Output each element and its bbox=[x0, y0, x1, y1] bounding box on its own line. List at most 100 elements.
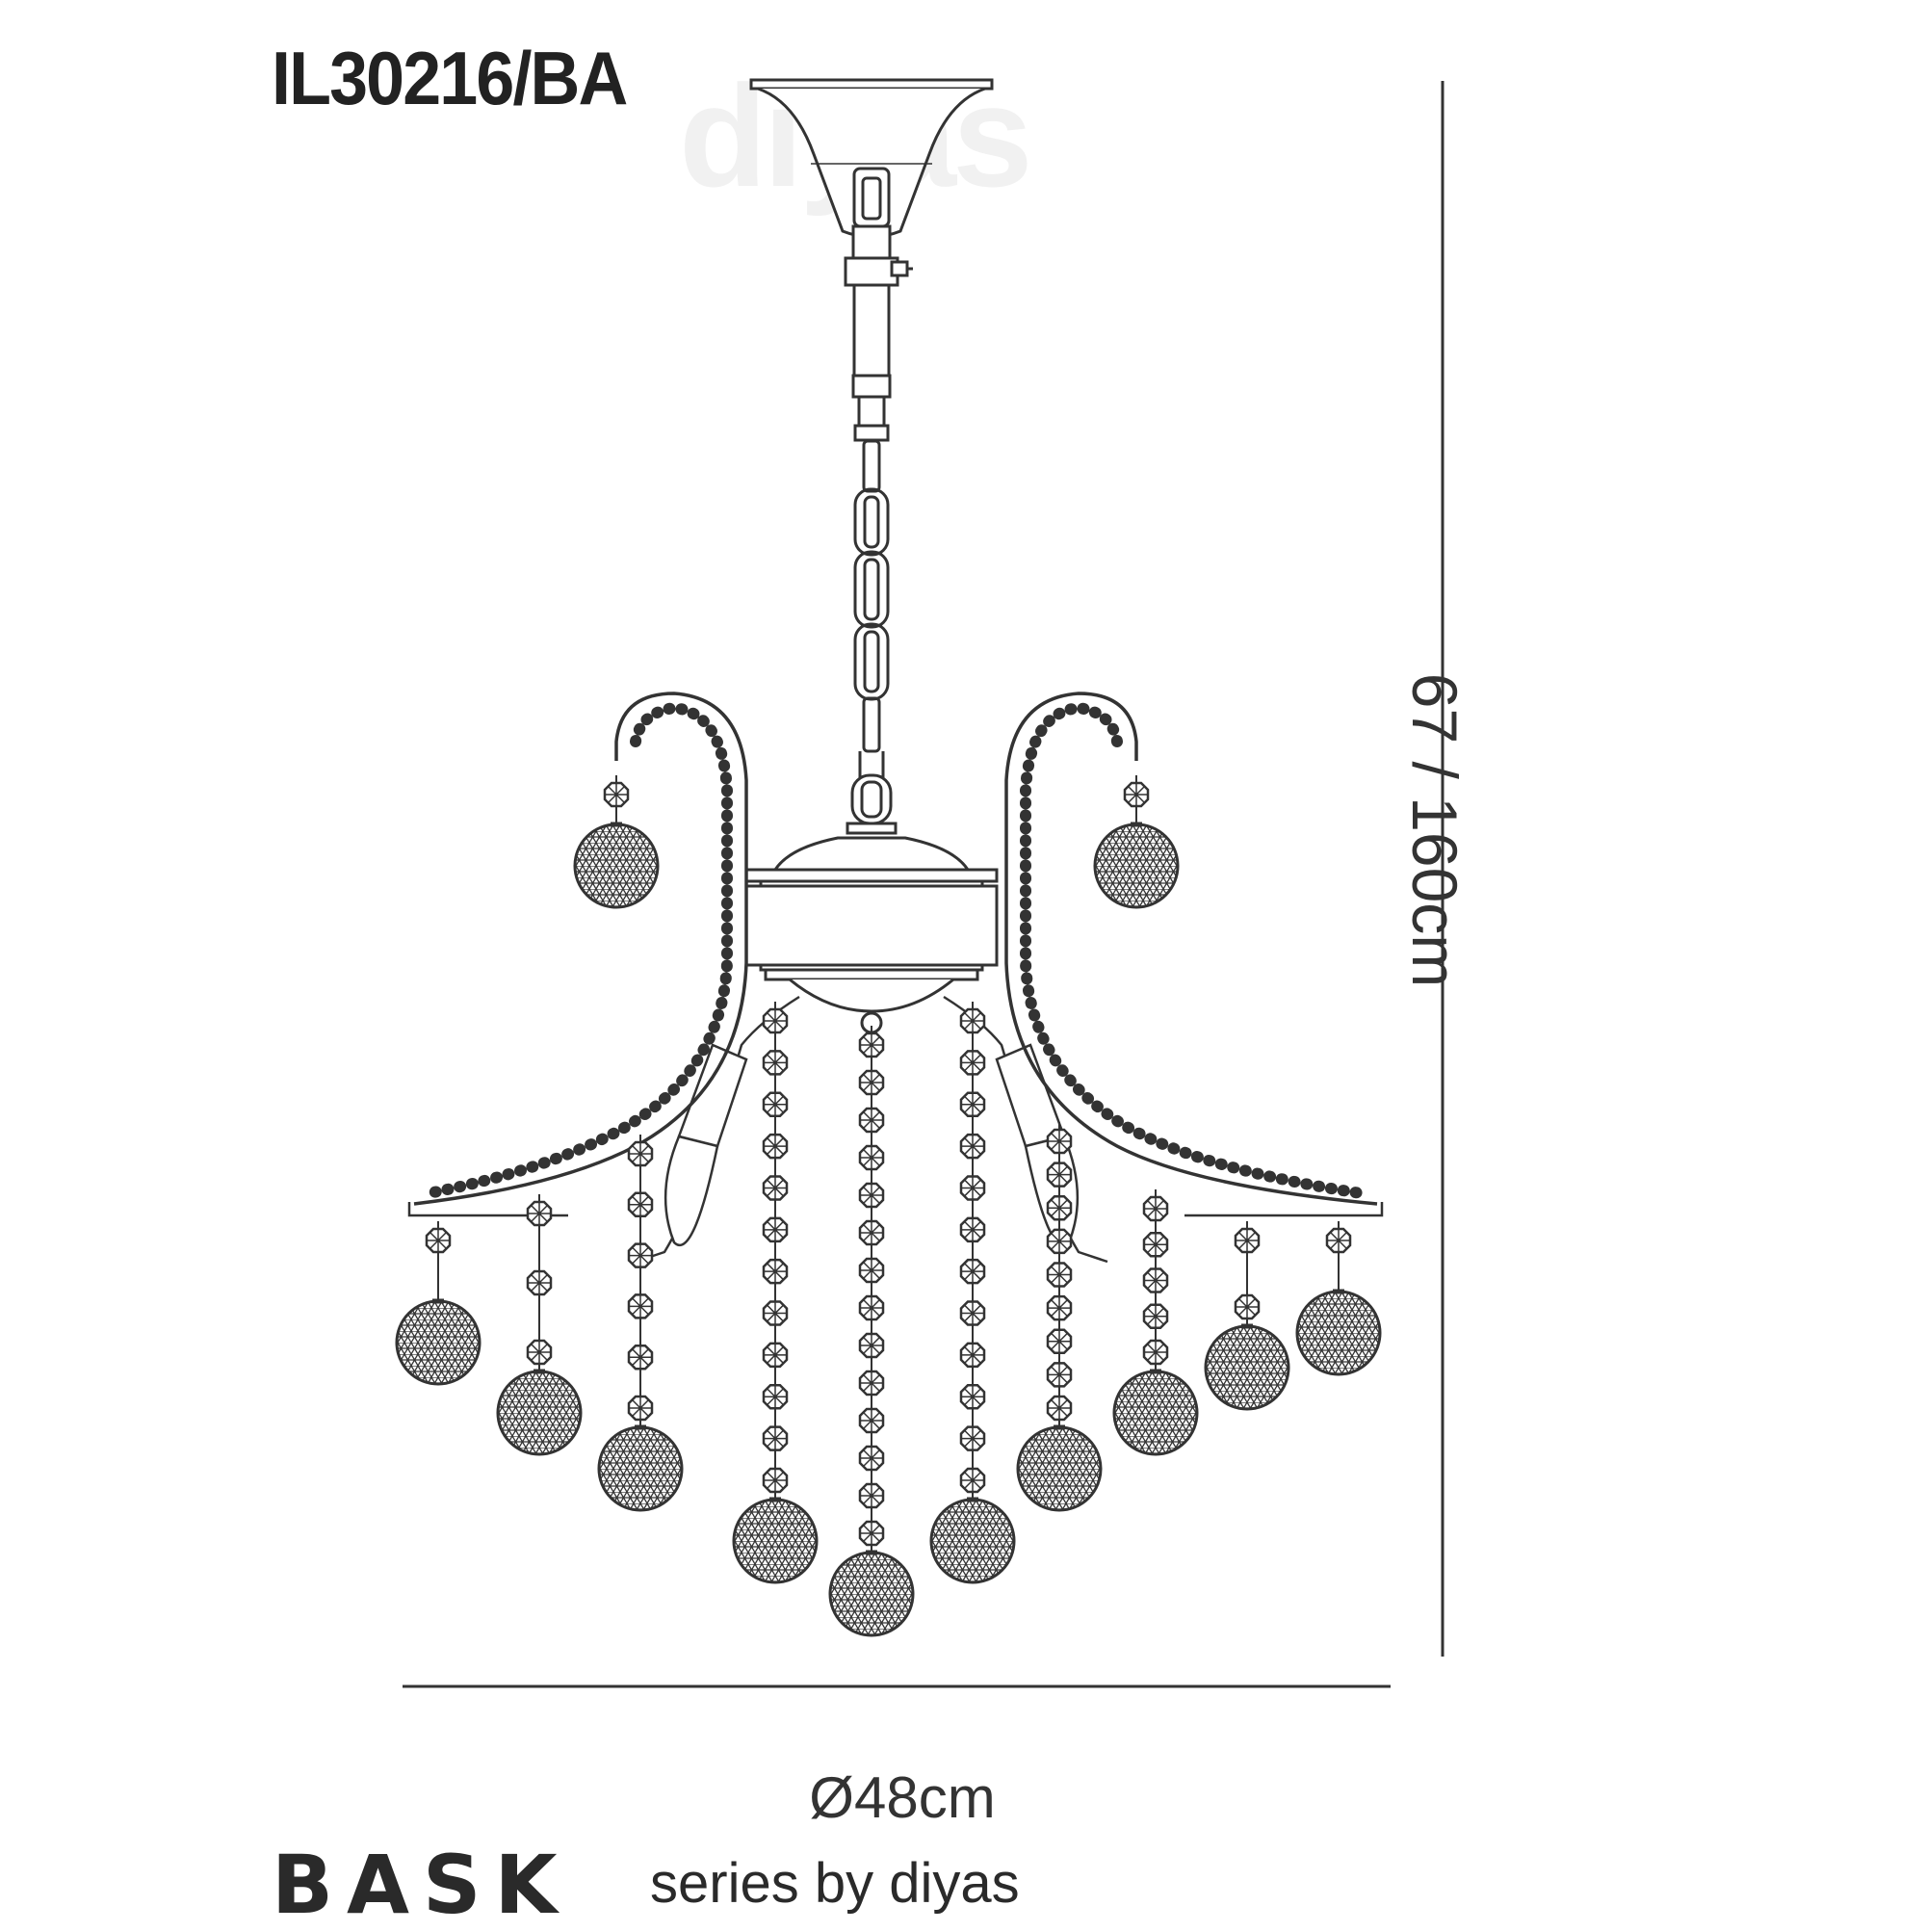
octagon-bead bbox=[1046, 1362, 1073, 1388]
crystal-strand bbox=[1206, 1221, 1288, 1409]
octagon-bead bbox=[1234, 1227, 1261, 1254]
octagon-bead bbox=[1046, 1162, 1073, 1188]
crystal-ball bbox=[1018, 1427, 1101, 1510]
octagon-bead bbox=[627, 1140, 654, 1167]
octagon-bead bbox=[762, 1425, 789, 1451]
crystal-ball bbox=[599, 1427, 682, 1510]
octagon-bead bbox=[1046, 1195, 1073, 1221]
octagon-bead bbox=[1046, 1328, 1073, 1354]
octagon-bead bbox=[1142, 1303, 1169, 1329]
octagon-bead bbox=[1046, 1228, 1073, 1255]
octagon-bead bbox=[1046, 1128, 1073, 1155]
octagon-bead bbox=[627, 1344, 654, 1371]
octagon-bead bbox=[858, 1482, 885, 1509]
octagon-bead bbox=[959, 1216, 986, 1243]
octagon-bead bbox=[858, 1370, 885, 1397]
octagon-bead bbox=[1142, 1195, 1169, 1222]
crystal-ball bbox=[931, 1500, 1014, 1582]
octagon-bead bbox=[959, 1467, 986, 1494]
beaded-arm-right bbox=[1004, 692, 1384, 1217]
octagon-bead bbox=[425, 1227, 452, 1254]
octagon-bead bbox=[858, 1294, 885, 1321]
octagon-bead bbox=[959, 1175, 986, 1201]
octagon-bead bbox=[762, 1342, 789, 1369]
diameter-dimension-label: Ø48cm bbox=[809, 1765, 996, 1830]
octagon-bead bbox=[762, 1091, 789, 1117]
octagon-bead bbox=[959, 1384, 986, 1410]
central-body bbox=[744, 773, 999, 1034]
crystal-strand bbox=[931, 1002, 1014, 1582]
octagon-bead bbox=[627, 1191, 654, 1218]
octagon-bead bbox=[858, 1031, 885, 1058]
octagon-bead bbox=[762, 1216, 789, 1243]
crystal-ball bbox=[397, 1301, 480, 1384]
octagon-bead bbox=[959, 1091, 986, 1117]
crystal-strand bbox=[498, 1194, 581, 1454]
octagon-bead bbox=[858, 1257, 885, 1284]
octagon-bead bbox=[762, 1384, 789, 1410]
octagon-bead bbox=[762, 1258, 789, 1285]
series-name: BASK bbox=[272, 1838, 571, 1932]
octagon-bead bbox=[858, 1219, 885, 1246]
crystal-ball bbox=[734, 1500, 817, 1582]
crystal-strand bbox=[1095, 775, 1178, 907]
height-dimension-label: 67 / 160cm bbox=[1399, 672, 1471, 988]
crystal-ball bbox=[1297, 1292, 1380, 1374]
octagon-bead bbox=[1234, 1293, 1261, 1320]
octagon-bead bbox=[858, 1407, 885, 1434]
octagon-bead bbox=[1142, 1267, 1169, 1293]
octagon-bead bbox=[1325, 1227, 1352, 1254]
octagon-bead bbox=[959, 1133, 986, 1160]
octagon-bead bbox=[959, 1258, 986, 1285]
crystal-strand bbox=[1297, 1221, 1380, 1374]
crystal-ball bbox=[1114, 1371, 1197, 1454]
model-code: IL30216/BA bbox=[272, 36, 628, 120]
crystal-strand bbox=[830, 1026, 913, 1635]
octagon-bead bbox=[1046, 1395, 1073, 1422]
octagon-bead bbox=[1123, 781, 1150, 808]
octagon-bead bbox=[858, 1144, 885, 1171]
octagon-bead bbox=[762, 1300, 789, 1326]
octagon-bead bbox=[762, 1133, 789, 1160]
crystal-ball bbox=[1095, 824, 1178, 907]
octagon-bead bbox=[762, 1467, 789, 1494]
octagon-bead bbox=[1046, 1294, 1073, 1321]
octagon-bead bbox=[858, 1182, 885, 1209]
crystal-strand bbox=[734, 1002, 817, 1582]
suspension-rod bbox=[844, 167, 913, 442]
octagon-bead bbox=[959, 1342, 986, 1369]
octagon-bead bbox=[762, 1050, 789, 1076]
octagon-bead bbox=[858, 1107, 885, 1134]
crystal-ball bbox=[1206, 1326, 1288, 1409]
octagon-bead bbox=[858, 1520, 885, 1547]
octagon-bead bbox=[858, 1445, 885, 1472]
octagon-bead bbox=[858, 1332, 885, 1359]
octagon-bead bbox=[526, 1269, 553, 1296]
crystal-strand bbox=[1114, 1189, 1197, 1454]
octagon-bead bbox=[526, 1200, 553, 1227]
crystal-ball bbox=[498, 1371, 581, 1454]
chain bbox=[853, 439, 890, 780]
octagon-bead bbox=[762, 1175, 789, 1201]
octagon-bead bbox=[1046, 1262, 1073, 1288]
octagon-bead bbox=[526, 1339, 553, 1366]
octagon-bead bbox=[603, 781, 630, 808]
crystal-drops bbox=[397, 775, 1380, 1635]
crystal-strand bbox=[599, 1135, 682, 1510]
octagon-bead bbox=[1142, 1339, 1169, 1366]
beaded-arm-left bbox=[407, 692, 748, 1217]
octagon-bead bbox=[959, 1050, 986, 1076]
octagon-bead bbox=[627, 1293, 654, 1319]
octagon-bead bbox=[858, 1069, 885, 1096]
octagon-bead bbox=[959, 1425, 986, 1451]
crystal-ball bbox=[830, 1553, 913, 1635]
octagon-bead bbox=[627, 1242, 654, 1268]
crystal-strand bbox=[575, 775, 658, 907]
octagon-bead bbox=[959, 1300, 986, 1326]
octagon-bead bbox=[762, 1007, 789, 1034]
crystal-strand bbox=[1018, 1122, 1101, 1510]
octagon-bead bbox=[627, 1395, 654, 1422]
series-subtitle: series by diyas bbox=[650, 1852, 1020, 1915]
octagon-bead bbox=[959, 1007, 986, 1034]
